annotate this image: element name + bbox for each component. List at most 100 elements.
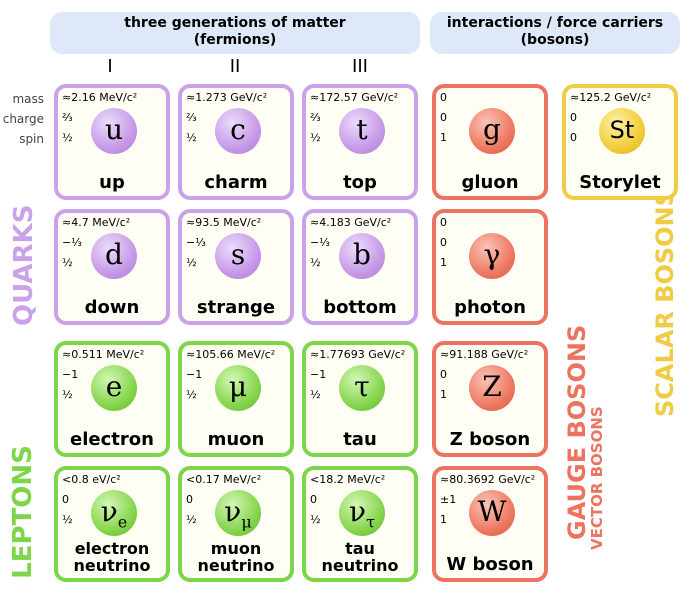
generation-2-label: II bbox=[229, 56, 241, 77]
charge-value: ⅔ bbox=[310, 111, 321, 124]
particle-name-line2: neutrino bbox=[73, 556, 151, 575]
charge-value: 0 bbox=[570, 111, 577, 124]
particle-symbol: γ bbox=[469, 233, 515, 279]
symbol-subscript: e bbox=[117, 512, 128, 532]
spin-value: 0 bbox=[570, 131, 577, 144]
mass-value: <0.8 eV/c² bbox=[62, 473, 121, 486]
spin-value: ½ bbox=[310, 131, 321, 144]
mass-value: ≈0.511 MeV/c² bbox=[62, 348, 145, 361]
particle-name: electron bbox=[70, 429, 154, 450]
particle-card-electron: ≈0.511 MeV/c² −1 ½ e electron bbox=[54, 341, 170, 457]
scalar-bosons-label: SCALAR BOSONS bbox=[651, 189, 679, 417]
spin-value: ½ bbox=[310, 388, 321, 401]
symbol-subscript: τ bbox=[366, 512, 375, 532]
mass-value: ≈125.2 GeV/c² bbox=[570, 91, 652, 104]
particle-card-storylet: ≈125.2 GeV/c² 0 0 St Storylet bbox=[562, 84, 678, 200]
mass-value: ≈172.57 GeV/c² bbox=[310, 91, 399, 104]
mass-value: ≈91.188 GeV/c² bbox=[440, 348, 529, 361]
particle-name-line2: neutrino bbox=[197, 556, 275, 575]
particle-name: tau bbox=[343, 429, 377, 450]
charge-value: ⅔ bbox=[186, 111, 197, 124]
particle-name: charm bbox=[204, 172, 268, 193]
particle-name: photon bbox=[454, 297, 526, 318]
particle-symbol: Z bbox=[469, 365, 515, 411]
particle-name: W boson bbox=[446, 554, 534, 575]
spin-value: 1 bbox=[440, 388, 447, 401]
charge-value: ±1 bbox=[440, 493, 457, 506]
charge-value: −1 bbox=[62, 368, 79, 381]
particle-name: strange bbox=[196, 297, 276, 318]
charge-value: 0 bbox=[440, 111, 447, 124]
charge-value: −⅓ bbox=[62, 236, 82, 249]
spin-value: ½ bbox=[186, 388, 197, 401]
particle-symbol: d bbox=[91, 233, 137, 279]
particle-symbol: g bbox=[469, 108, 515, 154]
mass-value: <18.2 MeV/c² bbox=[310, 473, 386, 486]
particle-symbol: μ bbox=[215, 365, 261, 411]
spin-value: 1 bbox=[440, 256, 447, 269]
spin-value: 1 bbox=[440, 131, 447, 144]
gauge-bosons-label: GAUGE BOSONS bbox=[563, 324, 591, 540]
particle-symbol: e bbox=[91, 365, 137, 411]
particle-card-top: ≈172.57 GeV/c² ⅔ ½ t top bbox=[302, 84, 418, 200]
particle-card-down: ≈4.7 MeV/c² −⅓ ½ d down bbox=[54, 209, 170, 325]
spin-value: ½ bbox=[310, 256, 321, 269]
particle-name: bottom bbox=[323, 297, 397, 318]
particle-card-up: ≈2.16 MeV/c² ⅔ ½ u up bbox=[54, 84, 170, 200]
charge-value: 0 bbox=[186, 493, 193, 506]
particle-name: muon bbox=[207, 429, 265, 450]
particle-card-w-boson: ≈80.3692 GeV/c² ±1 1 W W boson bbox=[432, 466, 548, 582]
particle-card-tau-neutrino: <18.2 MeV/c² 0 ½ ντ tau neutrino bbox=[302, 466, 418, 582]
particle-card-z-boson: ≈91.188 GeV/c² 0 1 Z Z boson bbox=[432, 341, 548, 457]
particle-symbol: b bbox=[339, 233, 385, 279]
spin-label: spin bbox=[19, 132, 44, 146]
particle-card-charm: ≈1.273 GeV/c² ⅔ ½ c charm bbox=[178, 84, 294, 200]
symbol-subscript: μ bbox=[241, 512, 252, 532]
mass-value: 0 bbox=[440, 91, 447, 104]
particle-name: gluon bbox=[461, 172, 519, 193]
particle-name: up bbox=[99, 172, 125, 193]
particle-symbol: t bbox=[339, 108, 385, 154]
spin-value: ½ bbox=[62, 513, 73, 526]
particle-name: tau neutrino bbox=[306, 540, 414, 574]
mass-value: <0.17 MeV/c² bbox=[186, 473, 262, 486]
mass-value: ≈4.7 MeV/c² bbox=[62, 216, 131, 229]
mass-label: mass bbox=[12, 92, 44, 106]
particle-name: down bbox=[84, 297, 140, 318]
mass-value: ≈93.5 MeV/c² bbox=[186, 216, 262, 229]
mass-value: ≈2.16 MeV/c² bbox=[62, 91, 138, 104]
charge-value: 0 bbox=[310, 493, 317, 506]
mass-value: ≈4.183 GeV/c² bbox=[310, 216, 392, 229]
particle-symbol: νμ bbox=[215, 490, 261, 536]
symbol-main: ν bbox=[100, 495, 118, 528]
spin-value: ½ bbox=[186, 256, 197, 269]
spin-value: ½ bbox=[186, 131, 197, 144]
particle-symbol: s bbox=[215, 233, 261, 279]
spin-value: 1 bbox=[440, 513, 447, 526]
particle-name: electron neutrino bbox=[58, 540, 166, 574]
charge-value: −⅓ bbox=[186, 236, 206, 249]
matter-header: three generations of matter (fermions) bbox=[50, 12, 420, 54]
particle-symbol: c bbox=[215, 108, 261, 154]
matter-header-title: three generations of matter bbox=[124, 15, 346, 31]
particle-card-gluon: 0 0 1 g gluon bbox=[432, 84, 548, 200]
particle-symbol: τ bbox=[339, 365, 385, 411]
vector-bosons-label: VECTOR BOSONS bbox=[588, 406, 606, 550]
particle-name: muon neutrino bbox=[182, 540, 290, 574]
charge-value: ⅔ bbox=[62, 111, 73, 124]
mass-value: 0 bbox=[440, 216, 447, 229]
particle-card-electron-neutrino: <0.8 eV/c² 0 ½ νe electron neutrino bbox=[54, 466, 170, 582]
charge-value: 0 bbox=[440, 368, 447, 381]
quarks-label: QUARKS bbox=[9, 204, 39, 326]
particle-card-strange: ≈93.5 MeV/c² −⅓ ½ s strange bbox=[178, 209, 294, 325]
particle-name-line1: muon bbox=[210, 539, 262, 558]
particle-symbol: St bbox=[599, 108, 645, 154]
particle-symbol: W bbox=[469, 490, 515, 536]
spin-value: ½ bbox=[62, 388, 73, 401]
particle-name: Z boson bbox=[449, 429, 531, 450]
charge-value: −1 bbox=[186, 368, 203, 381]
charge-value: −⅓ bbox=[310, 236, 330, 249]
forces-header-subtitle: (bosons) bbox=[520, 32, 590, 48]
generation-3-label: III bbox=[352, 56, 368, 77]
spin-value: ½ bbox=[186, 513, 197, 526]
